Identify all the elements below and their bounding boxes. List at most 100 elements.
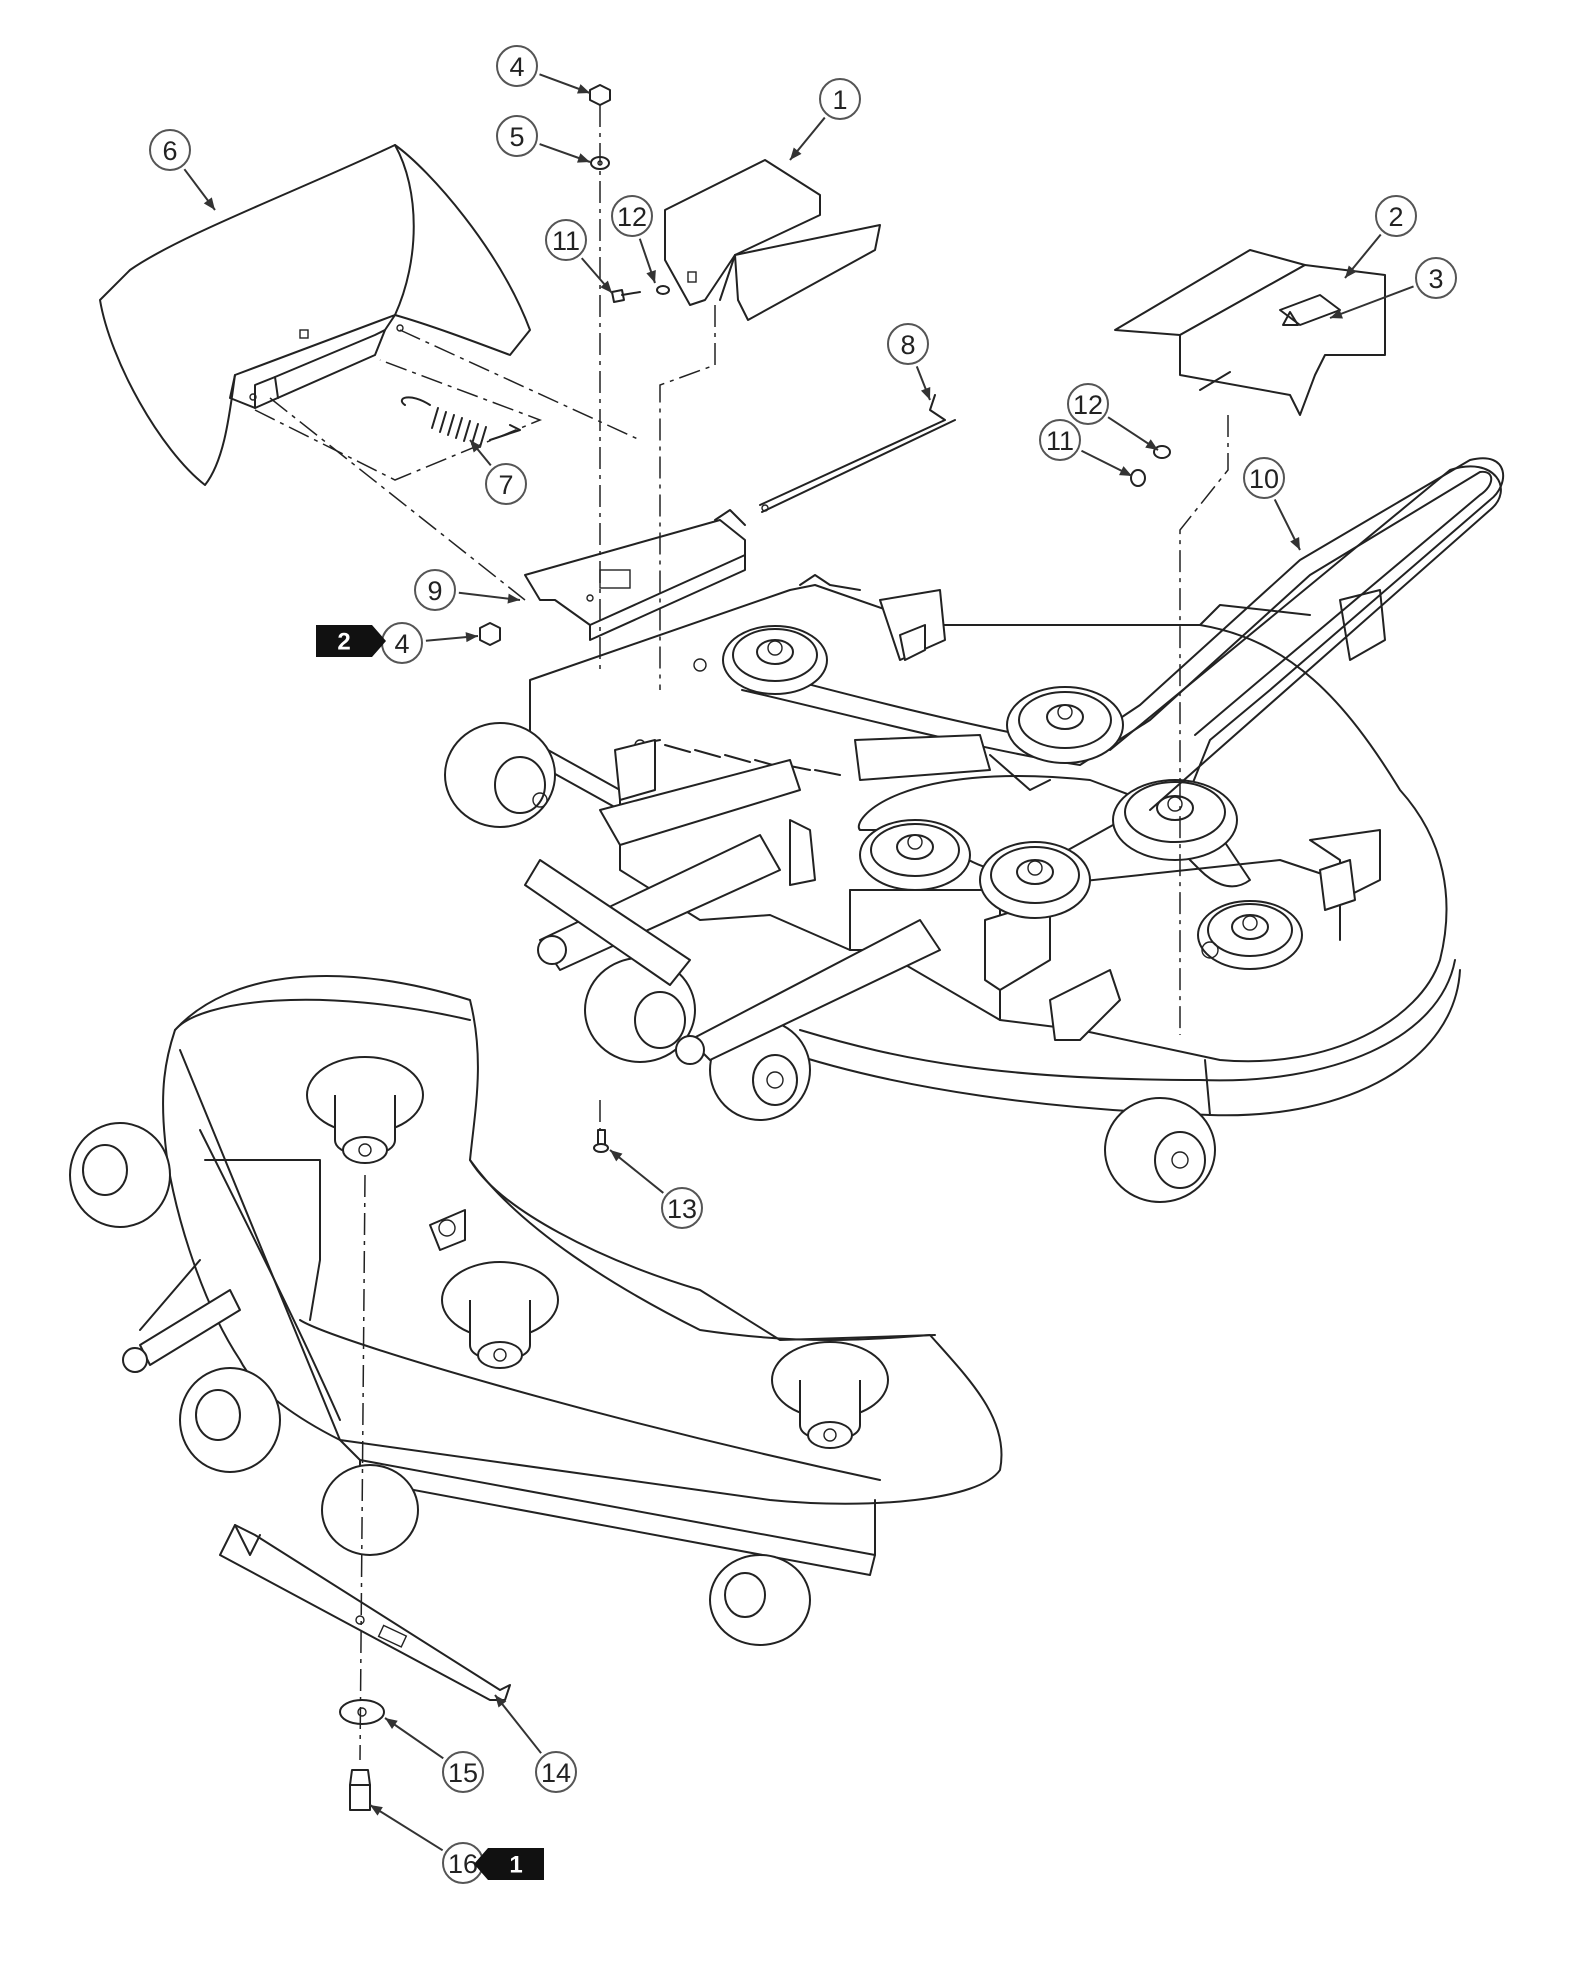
- callout-circle: [496, 115, 538, 157]
- callout-c8: 8: [887, 323, 931, 401]
- callout-c4a: 4: [496, 45, 591, 94]
- callout-circle: [1067, 383, 1109, 425]
- leader-arrowhead: [385, 1718, 398, 1729]
- leader-arrowhead: [370, 1805, 383, 1816]
- discharge-chute: [99, 144, 531, 486]
- callout-label: 16: [448, 1849, 478, 1879]
- assembly-line-blade: [359, 1174, 366, 1761]
- callout-c9: 9: [414, 569, 521, 611]
- mower-blade: [219, 1524, 511, 1701]
- spindle-left: [306, 1056, 424, 1164]
- assembly-line-chute: [254, 359, 543, 481]
- hardware-bolt-11b: [1130, 445, 1171, 487]
- callout-label: 3: [1428, 264, 1443, 294]
- reference-flag-label: 2: [337, 629, 350, 656]
- reference-flag-label: 1: [509, 1852, 522, 1879]
- callout-label: 7: [498, 470, 513, 500]
- leader-arrowhead: [1290, 537, 1300, 550]
- hardware-bolt-13: [593, 1129, 609, 1153]
- belt-cover-right: [1114, 249, 1386, 416]
- belt-cover-left: [664, 159, 881, 321]
- callout-circle: [485, 463, 527, 505]
- spindle-center: [441, 1261, 559, 1369]
- assembly-line-chute-3: [269, 397, 526, 601]
- callout-label: 8: [900, 330, 915, 360]
- reference-flag1: 1: [474, 1848, 544, 1880]
- callout-label: 13: [667, 1194, 697, 1224]
- pulley-center-left: [859, 819, 971, 891]
- leader-arrowhead: [577, 84, 590, 94]
- leader-arrowhead: [577, 153, 590, 163]
- blade-washer: [339, 1699, 385, 1725]
- callout-c14: 14: [494, 1694, 577, 1793]
- callout-c6: 6: [149, 129, 216, 211]
- pulley-lower-right: [1197, 900, 1303, 970]
- callout-c4b: 4: [381, 622, 479, 664]
- pulley-upper-left: [722, 625, 828, 695]
- leader-arrowhead: [1145, 439, 1158, 450]
- pulley-center: [979, 841, 1091, 919]
- callout-label: 12: [1073, 390, 1103, 420]
- hardware-bolt-11a: [611, 285, 670, 303]
- callout-c16: 16: [369, 1804, 484, 1884]
- leader-arrowhead: [920, 387, 931, 400]
- blade-bolt: [349, 1769, 371, 1811]
- reference-flag-shape: [474, 1848, 544, 1880]
- callout-circle: [1039, 419, 1081, 461]
- callout-c5: 5: [496, 115, 591, 163]
- callout-label: 12: [617, 202, 647, 232]
- callout-circle: [149, 129, 191, 171]
- assembly-line-cover1: [659, 305, 716, 690]
- mower-deck-upper: [444, 457, 1504, 1203]
- callout-c2: 2: [1344, 195, 1417, 279]
- callout-c10: 10: [1243, 457, 1301, 551]
- leader-arrowhead: [646, 270, 656, 283]
- callout-circle: [1243, 457, 1285, 499]
- callout-label: 1: [832, 85, 847, 115]
- leader-arrowhead: [203, 197, 215, 210]
- callout-c15: 15: [384, 1717, 484, 1793]
- callout-circle: [496, 45, 538, 87]
- callout-label: 11: [552, 226, 580, 256]
- callout-circle: [535, 1751, 577, 1793]
- callout-c1: 1: [789, 78, 861, 161]
- spindle-right: [771, 1341, 889, 1449]
- callout-circle: [442, 1751, 484, 1793]
- leader-arrowhead: [610, 1150, 623, 1162]
- reference-flag2: 2: [316, 625, 386, 657]
- callout-circle: [661, 1187, 703, 1229]
- leader-line: [369, 1804, 444, 1852]
- drive-belt: [1109, 465, 1502, 811]
- callout-circle: [545, 219, 587, 261]
- assembly-line-chute-2: [399, 329, 641, 441]
- callout-label: 5: [509, 122, 524, 152]
- rod: [759, 394, 956, 513]
- leader-arrowhead: [507, 593, 520, 604]
- callout-label: 15: [448, 1758, 478, 1788]
- chute-bracket: [524, 509, 746, 641]
- callout-circle: [1415, 257, 1457, 299]
- leader-arrowhead: [1345, 265, 1357, 278]
- callout-label: 4: [509, 52, 524, 82]
- callout-c12b: 12: [1067, 383, 1159, 451]
- chute-spring: [400, 396, 521, 448]
- callout-c13: 13: [609, 1149, 703, 1229]
- callout-label: 14: [541, 1758, 571, 1788]
- callout-circle: [1375, 195, 1417, 237]
- callout-label: 6: [162, 136, 177, 166]
- leader-arrowhead: [495, 1695, 507, 1708]
- callout-label: 2: [1388, 202, 1403, 232]
- callout-label: 4: [394, 629, 409, 659]
- callout-circle: [887, 323, 929, 365]
- reference-flag-shape: [316, 625, 386, 657]
- hardware-nut-4b: [479, 622, 501, 646]
- callout-c12a: 12: [611, 195, 656, 284]
- leader-arrowhead: [1330, 309, 1343, 319]
- callout-c3: 3: [1329, 257, 1457, 319]
- assembly-line-cover2: [1179, 415, 1229, 1035]
- callout-circle: [611, 195, 653, 237]
- callout-c11a: 11: [545, 219, 613, 294]
- callout-circle: [414, 569, 456, 611]
- leader-line: [494, 1694, 542, 1754]
